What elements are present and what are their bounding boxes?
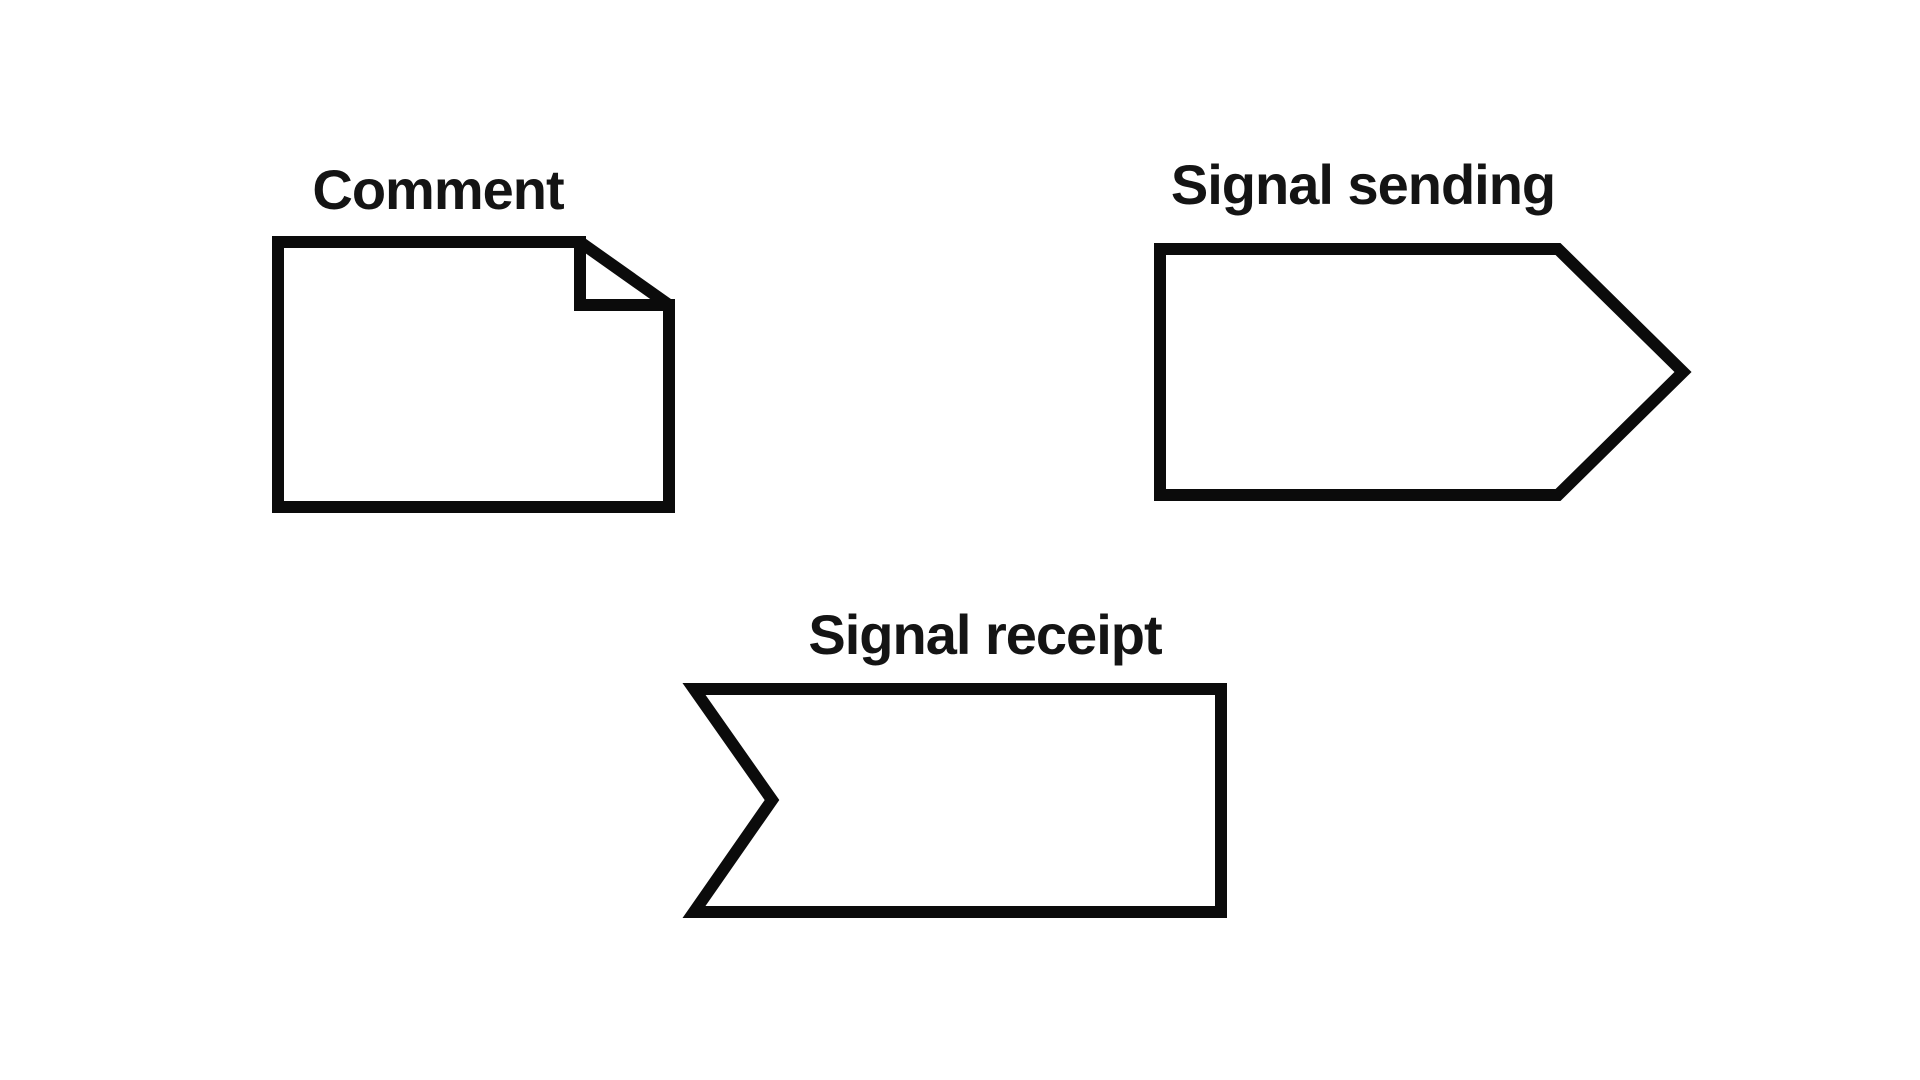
note-outline: [272, 236, 675, 513]
signal-receipt-outline: [682, 683, 1227, 918]
signal-receipt-label: Signal receipt: [808, 603, 1162, 666]
signal-send-outline: [1154, 243, 1692, 501]
signal-sending-label: Signal sending: [1170, 153, 1556, 216]
comment-label: Comment: [312, 158, 564, 221]
note-fold-icon: [574, 236, 675, 311]
signal-send-shape: [1154, 243, 1692, 501]
signal-receipt-shape: [682, 683, 1227, 918]
comment-note-shape: [272, 236, 675, 513]
